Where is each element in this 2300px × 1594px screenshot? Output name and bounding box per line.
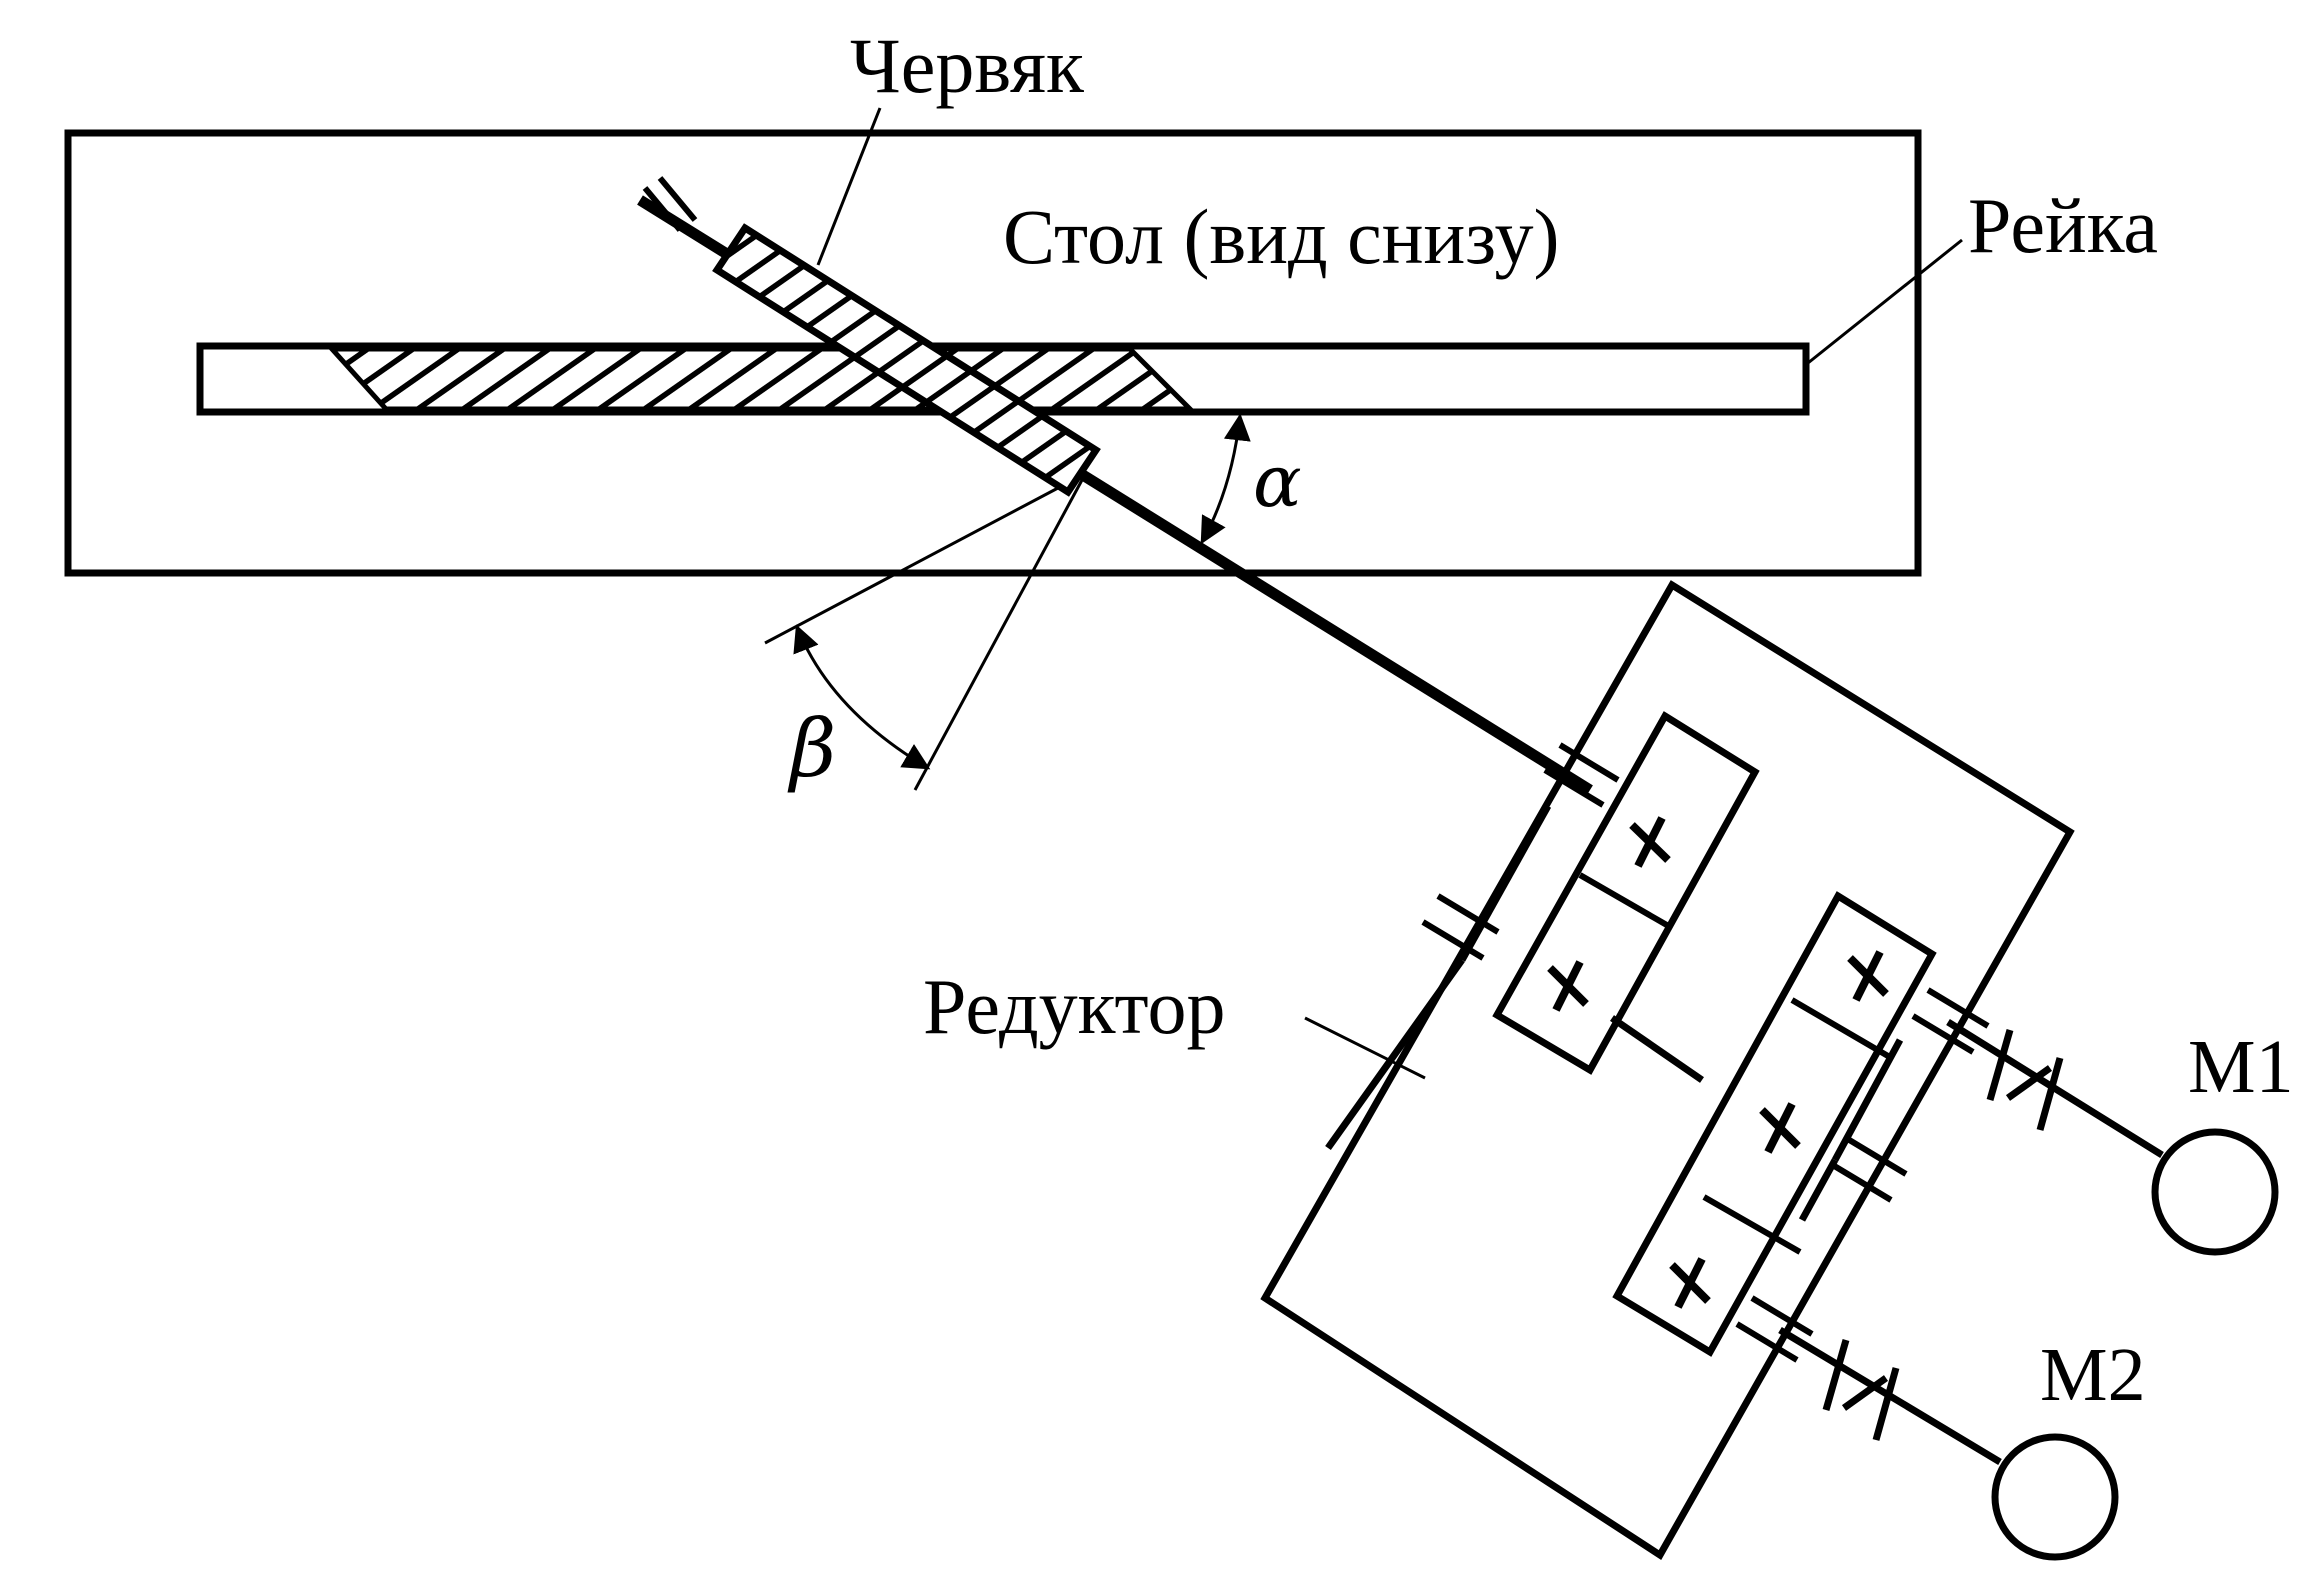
motor1-label: M1 xyxy=(2188,1025,2294,1109)
bearing xyxy=(1543,742,1620,808)
worm-bearing-mark xyxy=(642,186,683,232)
rack-label: Рейка xyxy=(1968,182,2158,269)
table-outline xyxy=(64,129,1922,577)
bearing xyxy=(1735,1295,1814,1363)
rack-leader xyxy=(1807,238,1963,365)
beta-arc xyxy=(793,624,931,770)
motor1-circle xyxy=(2151,1128,2279,1256)
inner-shaft xyxy=(1458,804,1552,962)
motor1-coupling xyxy=(1986,1029,2064,1131)
worm-body xyxy=(712,223,1101,497)
bearing xyxy=(1421,893,1500,961)
motor2-label: M2 xyxy=(2040,1333,2146,1417)
alpha-arc xyxy=(1200,413,1251,545)
gear-mark xyxy=(1759,1102,1801,1154)
gear-mark xyxy=(1629,816,1671,868)
gear-mark xyxy=(1547,960,1589,1012)
worm-bearing-mark xyxy=(657,176,698,222)
beta-extension-line xyxy=(764,486,1059,645)
table-label: Стол (вид снизу) xyxy=(1003,193,1559,280)
worm-label: Червяк xyxy=(850,22,1084,109)
gear-mark xyxy=(1669,1257,1711,1309)
alpha-label: α xyxy=(1253,439,1302,523)
worm-leader xyxy=(816,107,882,266)
motor2-circle xyxy=(1991,1433,2119,1561)
reducer-leader xyxy=(1304,1016,1426,1080)
gear-block-1 xyxy=(1492,711,1760,1075)
inner-shaft xyxy=(1325,957,1465,1151)
beta-label: β xyxy=(787,702,836,795)
bearing xyxy=(1911,987,1990,1055)
reducer-label: Редуктор xyxy=(923,963,1226,1050)
inner-shaft xyxy=(1798,1158,1839,1222)
motor2-coupling xyxy=(1822,1339,1900,1441)
inner-shaft xyxy=(1610,1015,1704,1083)
bearing xyxy=(1829,1135,1908,1203)
gear-mark xyxy=(1847,950,1889,1002)
rack-teeth-hatch xyxy=(326,346,1197,412)
beta-extension-line xyxy=(913,479,1084,791)
reducer-housing xyxy=(1260,580,2075,1560)
